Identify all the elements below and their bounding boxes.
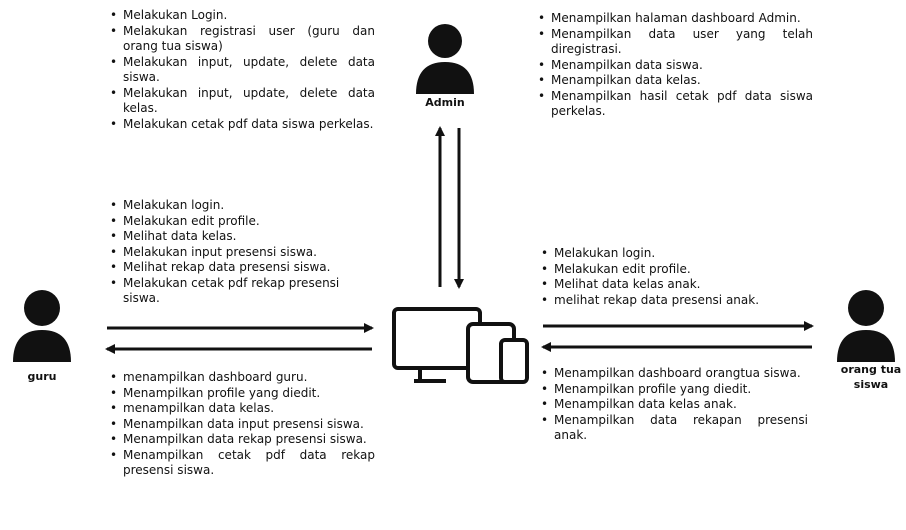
orang-tua-label: orang tua siswa bbox=[840, 363, 902, 391]
guru-actions-item: Melakukan cetak pdf rekap presensi siswa… bbox=[107, 276, 375, 307]
ortu-actions-item: Melihat data kelas anak. bbox=[538, 277, 808, 293]
ortu-outputs-item: Menampilkan data kelas anak. bbox=[538, 397, 808, 413]
admin-outputs-item: Menampilkan data kelas. bbox=[535, 73, 813, 89]
admin-actions-list: Melakukan Login.Melakukan registrasi use… bbox=[107, 8, 375, 132]
ortu-outputs-item: Menampilkan dashboard orangtua siswa. bbox=[538, 366, 808, 382]
guru-actions-item: Melihat data kelas. bbox=[107, 229, 375, 245]
system-devices-icon bbox=[392, 307, 529, 384]
guru-outputs-item: Menampilkan cetak pdf data rekap presens… bbox=[107, 448, 375, 479]
ortu-actions-item: Melakukan login. bbox=[538, 246, 808, 262]
admin-label: Admin bbox=[425, 96, 465, 109]
guru-actions-item: Melakukan login. bbox=[107, 198, 375, 214]
guru-actions-item: Melakukan input presensi siswa. bbox=[107, 245, 375, 261]
guru-outputs-item: Menampilkan data input presensi siswa. bbox=[107, 417, 375, 433]
guru-outputs-item: menampilkan data kelas. bbox=[107, 401, 375, 417]
guru-actions-list: Melakukan login.Melakukan edit profile.M… bbox=[107, 198, 375, 307]
admin-outputs-item: Menampilkan data user yang telah diregis… bbox=[535, 27, 813, 58]
guru-actions-item: Melihat rekap data presensi siswa. bbox=[107, 260, 375, 276]
guru-user-icon bbox=[13, 290, 71, 362]
admin-actions-item: Melakukan cetak pdf data siswa perkelas. bbox=[107, 117, 375, 133]
admin-actions-item: Melakukan input, update, delete data sis… bbox=[107, 55, 375, 86]
ortu-actions-item: melihat rekap data presensi anak. bbox=[538, 293, 808, 309]
ortu-actions-list: Melakukan login.Melakukan edit profile.M… bbox=[538, 246, 808, 308]
admin-actions-item: Melakukan input, update, delete data kel… bbox=[107, 86, 375, 117]
admin-user-icon bbox=[416, 24, 474, 94]
orang-tua-user-icon bbox=[837, 290, 895, 362]
guru-label: guru bbox=[27, 370, 57, 383]
guru-actions-item: Melakukan edit profile. bbox=[107, 214, 375, 230]
admin-actions-item: Melakukan Login. bbox=[107, 8, 375, 24]
admin-outputs-list: Menampilkan halaman dashboard Admin.Mena… bbox=[535, 11, 813, 120]
guru-outputs-item: Menampilkan data rekap presensi siswa. bbox=[107, 432, 375, 448]
admin-outputs-item: Menampilkan halaman dashboard Admin. bbox=[535, 11, 813, 27]
guru-outputs-list: menampilkan dashboard guru.Menampilkan p… bbox=[107, 370, 375, 479]
admin-outputs-item: Menampilkan hasil cetak pdf data siswa p… bbox=[535, 89, 813, 120]
admin-actions-item: Melakukan registrasi user (guru dan oran… bbox=[107, 24, 375, 55]
ortu-outputs-item: Menampilkan profile yang diedit. bbox=[538, 382, 808, 398]
ortu-outputs-item: Menampilkan data rekapan presensi anak. bbox=[538, 413, 808, 444]
ortu-outputs-list: Menampilkan dashboard orangtua siswa.Men… bbox=[538, 366, 808, 444]
admin-outputs-item: Menampilkan data siswa. bbox=[535, 58, 813, 74]
guru-outputs-item: Menampilkan profile yang diedit. bbox=[107, 386, 375, 402]
guru-outputs-item: menampilkan dashboard guru. bbox=[107, 370, 375, 386]
ortu-actions-item: Melakukan edit profile. bbox=[538, 262, 808, 278]
